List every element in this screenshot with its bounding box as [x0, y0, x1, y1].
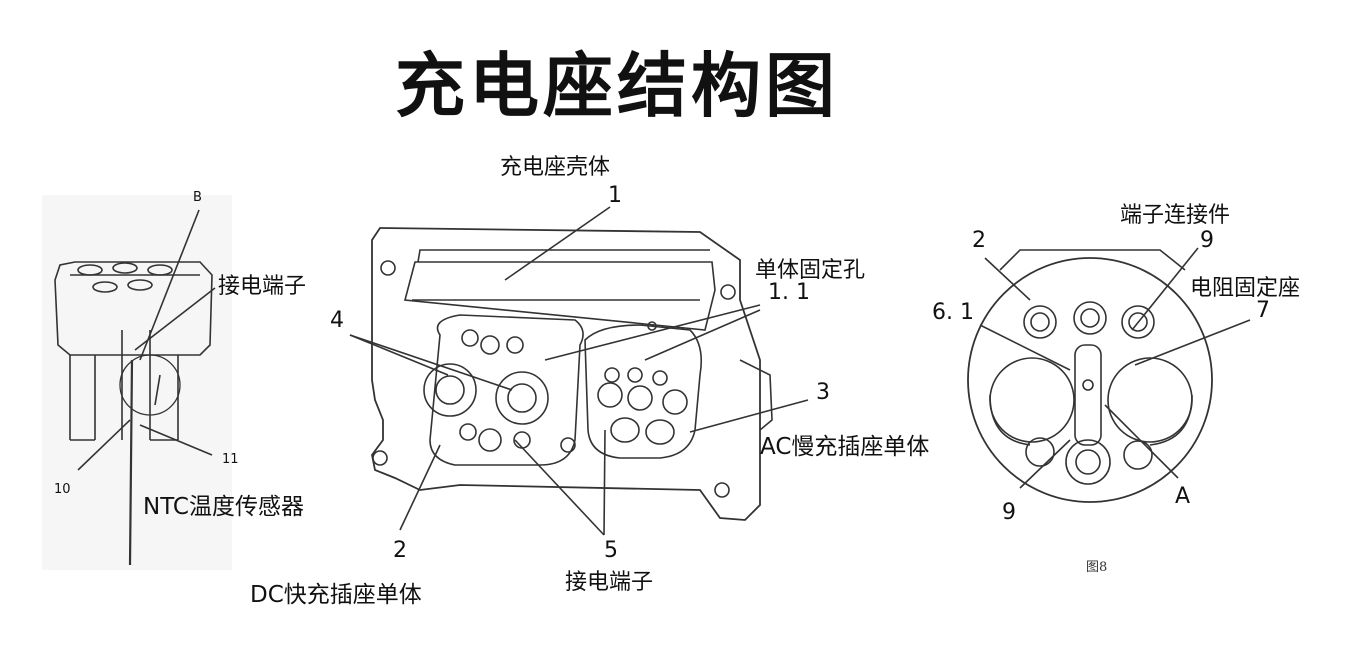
- label-1-1: 1. 1: [768, 280, 810, 305]
- label-2-right: 2: [972, 228, 986, 253]
- label-3: 3: [816, 380, 830, 405]
- label-resistor-seat: 电阻固定座: [1190, 276, 1301, 301]
- socket-face-drawing: [967, 247, 1251, 503]
- figure-caption: 图8: [1086, 560, 1108, 575]
- label-9-bottom: 9: [1002, 500, 1016, 525]
- label-ac-unit: AC慢充插座单体: [760, 434, 930, 460]
- label-5: 5: [604, 538, 618, 563]
- label-11: 11: [222, 452, 239, 467]
- label-dc-unit: DC快充插座单体: [250, 582, 422, 608]
- label-a: A: [1175, 484, 1191, 509]
- page-title: 充电座结构图: [395, 45, 839, 127]
- label-terminal-left: 接电端子: [218, 274, 307, 299]
- label-9-top: 9: [1200, 228, 1214, 253]
- label-ntc-sensor: NTC温度传感器: [143, 494, 304, 520]
- label-6-1: 6. 1: [932, 300, 974, 325]
- ntc-assembly-drawing: [42, 195, 232, 570]
- label-4: 4: [330, 308, 344, 333]
- label-housing: 充电座壳体: [500, 155, 611, 180]
- label-terminal-bottom: 接电端子: [565, 570, 654, 595]
- label-b: B: [193, 190, 202, 205]
- label-terminal-connector: 端子连接件: [1120, 203, 1231, 228]
- label-unit-hole: 单体固定孔: [755, 258, 866, 283]
- label-10: 10: [54, 482, 71, 497]
- label-1: 1: [608, 183, 622, 208]
- label-7: 7: [1256, 298, 1270, 323]
- socket-housing-drawing: [349, 206, 809, 536]
- label-2-center: 2: [393, 538, 407, 563]
